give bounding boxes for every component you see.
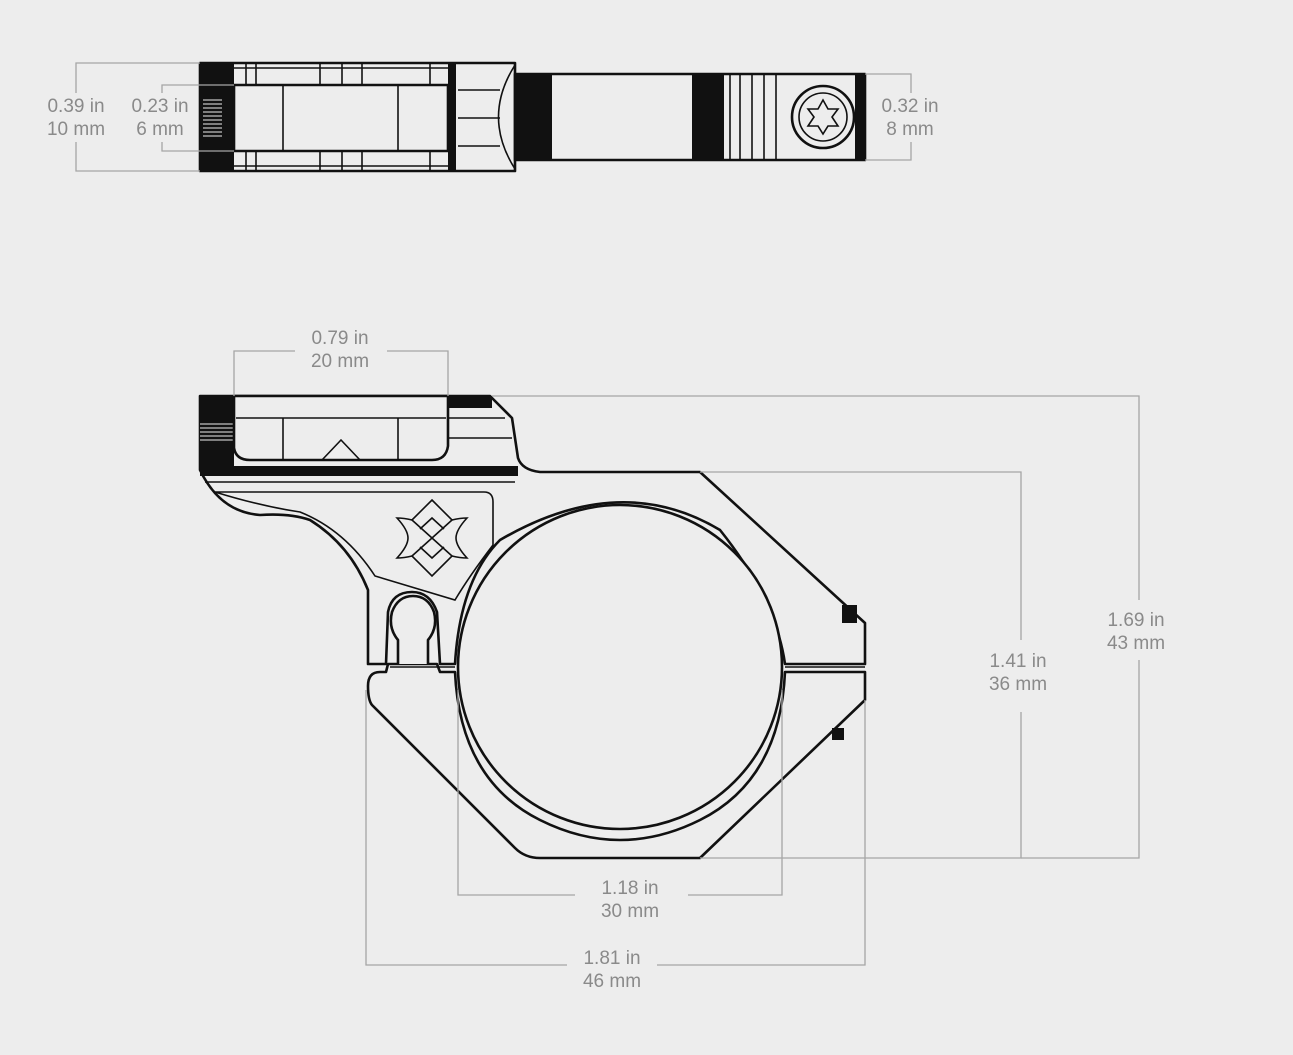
dim-total-height: 1.69 in 43 mm <box>492 395 1165 859</box>
dim-rail-width-inch: 0.79 in <box>311 328 368 349</box>
dim-ring-diameter-inch: 1.18 in <box>601 878 658 899</box>
dim-total-width-inch: 1.81 in <box>583 948 640 969</box>
dim-rail-width: 0.79 in 20 mm <box>233 328 449 396</box>
rail-slot <box>232 83 450 153</box>
dim-clamp-height-inch: 0.32 in <box>881 96 938 117</box>
dim-total-height-mm: 10 mm <box>47 119 105 140</box>
rail-knurl <box>200 396 234 466</box>
torx-screw-icon <box>790 84 856 150</box>
dim-total-height-top: 0.39 in 10 mm <box>47 62 200 172</box>
dim-total-height-side-inch: 1.69 in <box>1107 610 1164 631</box>
dim-total-height-inch: 0.39 in <box>47 96 104 117</box>
dim-ring-diameter-mm: 30 mm <box>601 901 659 922</box>
keyhole-slot <box>389 594 437 664</box>
upper-screw-head <box>842 605 857 623</box>
dim-clamp-height-side-inch: 1.41 in <box>989 651 1046 672</box>
dim-inner-height-inch: 0.23 in <box>131 96 188 117</box>
side-view: 0.79 in 20 mm 1.41 in 36 mm 1.69 in 43 m… <box>198 328 1165 992</box>
knurled-edge <box>200 63 234 171</box>
knurl-lines <box>203 99 222 137</box>
top-view: 0.39 in 10 mm 0.23 in 6 mm 0.32 in 8 mm <box>47 61 939 173</box>
dim-total-width: 1.81 in 46 mm <box>365 690 866 992</box>
dim-clamp-height-side-mm: 36 mm <box>989 674 1047 695</box>
dim-total-width-mm: 46 mm <box>583 971 641 992</box>
tube-bore <box>456 503 784 831</box>
dim-rail-width-mm: 20 mm <box>311 351 369 372</box>
lower-clamp-body <box>366 662 867 860</box>
dim-clamp-height-mm: 8 mm <box>886 119 934 140</box>
lower-screw-head <box>832 728 844 740</box>
rail-groove <box>232 394 450 462</box>
dim-ring-diameter: 1.18 in 30 mm <box>457 690 783 922</box>
x-emblem-icon <box>395 498 469 578</box>
dim-total-height-side-mm: 43 mm <box>1107 633 1165 654</box>
dim-inner-height-mm: 6 mm <box>136 119 184 140</box>
dim-clamp-height-top: 0.32 in 8 mm <box>865 73 939 161</box>
dim-inner-height-top: 0.23 in 6 mm <box>131 84 234 152</box>
